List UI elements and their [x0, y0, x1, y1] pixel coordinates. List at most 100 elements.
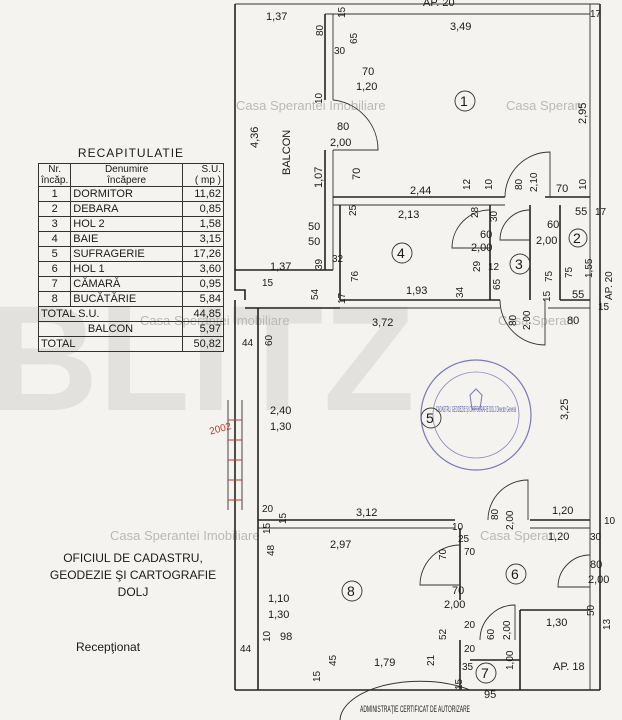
dim: 80 [337, 121, 349, 133]
room-numbers: 1 2 3 4 5 6 7 8 [341, 90, 588, 684]
room-6-number: 6 [511, 566, 519, 582]
dim: 39 [314, 258, 325, 270]
walls [234, 3, 601, 691]
room-3-number: 3 [515, 256, 523, 272]
dim: 98 [280, 631, 292, 643]
dim: 3,25 [559, 399, 571, 420]
dim: 44 [240, 644, 252, 655]
total-label: TOTAL [38, 336, 183, 352]
dim: 12 [462, 178, 473, 190]
total-su-label: TOTAL S.U. [38, 306, 183, 322]
dim: 60 [480, 229, 492, 241]
dim: 2,00 [471, 242, 492, 254]
row-nr: 4 [37, 231, 72, 247]
dim: 13 [602, 618, 613, 630]
dim: 10 [578, 178, 589, 190]
stamp-text: CADASTRU, GEODEZIE ŞI CARTOGRAFIE DOLJ D… [436, 405, 516, 414]
room-2-number: 2 [573, 230, 581, 246]
dim: 1,30 [268, 609, 289, 621]
dim: 48 [266, 544, 277, 556]
dim: 70 [452, 585, 464, 597]
row-nr: 3 [37, 216, 72, 232]
dim: 2,00 [444, 599, 465, 611]
dim: 1,20 [356, 81, 377, 93]
dim: 15 [337, 6, 348, 18]
office-line-2: GEODEZIE ŞI CARTOGRAFIE [49, 568, 217, 582]
row-area: 0,85 [182, 201, 224, 217]
dim: 15 [542, 290, 553, 302]
watermark-agency-3: Casa Speran [498, 313, 574, 328]
dim: 80 [315, 24, 326, 36]
row-name: SUFRAGERIE [70, 246, 183, 262]
room-5-number: 5 [426, 410, 434, 426]
balcon-label: BALCON [38, 321, 183, 337]
dim: 65 [349, 32, 360, 44]
row-area: 11,62 [182, 186, 224, 202]
dim: 25 [458, 534, 470, 545]
row-name: CĂMARĂ [70, 276, 183, 292]
row-name: HOL 1 [70, 261, 183, 277]
dim: 15 [598, 302, 610, 313]
recap-title: RECAPITULATIE [77, 146, 185, 160]
balcon-label: BALCON [281, 130, 293, 175]
dim: 80 [508, 314, 519, 326]
dim: 4,36 [249, 127, 261, 148]
dim: 35 [462, 662, 474, 673]
watermark-agency-4: Casa Sperantei Imobiliare [110, 528, 260, 543]
dim: 21 [426, 654, 437, 666]
dim: 2,00 [588, 574, 609, 586]
dim: 50 [308, 221, 320, 233]
office-line-1: OFICIUL DE CADASTRU, [63, 551, 203, 565]
dim: 55 [572, 289, 584, 301]
dim: 17 [590, 9, 602, 20]
dim: 80 [514, 178, 525, 190]
dim: 30 [590, 532, 602, 543]
room-7-number: 7 [481, 665, 489, 681]
dim: 60 [264, 334, 275, 346]
row-area: 3,15 [182, 231, 224, 247]
dim: 20 [262, 504, 274, 515]
dim: 28 [470, 206, 481, 218]
ap20-side-label: AP. 20 [604, 271, 615, 300]
dim: 10 [484, 178, 495, 190]
dim: 60 [486, 628, 497, 640]
dim: 10 [452, 522, 464, 533]
row-nr: 5 [37, 246, 72, 262]
row-area: 1,58 [182, 216, 224, 232]
dim: 2,95 [577, 103, 589, 124]
row-nr: 6 [37, 261, 72, 277]
dim: 15 [312, 670, 323, 682]
dim: 3,72 [372, 317, 393, 329]
dim: 70 [438, 548, 449, 560]
dim: 1,79 [374, 657, 395, 669]
dim: 2,00 [505, 510, 516, 530]
dim: 50 [586, 604, 597, 616]
dim: 80 [567, 315, 579, 327]
row-area: 5,84 [182, 291, 224, 307]
watermark-agency: Casa Sperantei Imobiliare [236, 98, 386, 113]
dim: 1,20 [548, 531, 569, 543]
dim: 15 [454, 678, 465, 690]
dim: 17 [337, 292, 348, 304]
dim: 1,37 [270, 261, 291, 273]
receptionat-label: Recepţionat [76, 640, 141, 654]
dim: 32 [332, 254, 344, 265]
row-area: 3,60 [182, 261, 224, 277]
dim: 10 [314, 92, 325, 104]
dim: 2,44 [410, 185, 431, 197]
dim: 55 [575, 206, 587, 218]
dim: 75 [544, 270, 555, 282]
bottom-stamp-text: ADMINISTRAŢIE CERTIFICAT DE AUTORIZARE [360, 704, 470, 714]
dim: 17 [595, 207, 607, 218]
dim: 30 [489, 210, 500, 222]
dim: 34 [455, 286, 466, 298]
total-su-value: 44,85 [182, 306, 224, 322]
row-name: BAIE [70, 231, 183, 247]
